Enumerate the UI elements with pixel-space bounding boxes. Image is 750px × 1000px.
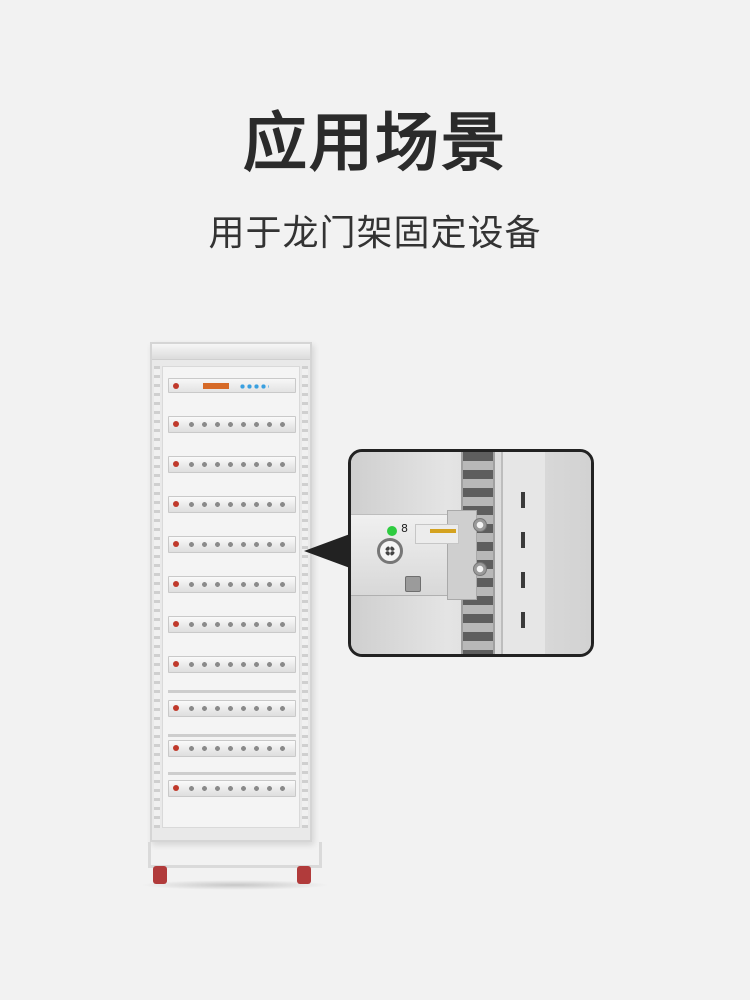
device-label-plate xyxy=(415,524,459,544)
rack-top-cover xyxy=(152,344,310,360)
rack-wheel-left xyxy=(153,866,167,884)
rack-controller-unit xyxy=(168,378,296,393)
rack-shelf xyxy=(168,734,296,737)
mounting-bracket xyxy=(447,510,477,600)
page-title: 应用场景 xyxy=(243,107,507,181)
rack-channel-unit xyxy=(168,740,296,757)
power-indicator xyxy=(173,383,179,389)
rack-base-frame xyxy=(148,842,322,868)
rack-channel-unit xyxy=(168,536,296,553)
power-indicator xyxy=(173,621,179,627)
power-indicator xyxy=(173,785,179,791)
zoom-detail-inset: 8 xyxy=(348,449,594,657)
controller-display xyxy=(203,383,229,389)
channel-connectors xyxy=(185,540,289,549)
channel-connectors xyxy=(185,784,289,793)
rack-channel-unit xyxy=(168,576,296,593)
rack-rail-left xyxy=(154,366,160,828)
channel-connectors xyxy=(185,460,289,469)
rack-channel-unit xyxy=(168,700,296,717)
power-indicator xyxy=(173,661,179,667)
channel-connectors xyxy=(185,420,289,429)
rack-shelf xyxy=(168,690,296,693)
channel-connectors xyxy=(185,580,289,589)
rack-wheel-right xyxy=(297,866,311,884)
mounting-slot xyxy=(521,492,525,508)
callout-pointer-icon xyxy=(304,534,350,568)
mounting-slot xyxy=(521,572,525,588)
power-indicator xyxy=(173,581,179,587)
rack-channel-unit xyxy=(168,656,296,673)
connector-port-icon xyxy=(377,538,403,564)
screw-icon xyxy=(473,562,487,576)
channel-connectors xyxy=(185,704,289,713)
mounting-slot xyxy=(521,612,525,628)
rack-channel-unit xyxy=(168,616,296,633)
power-indicator xyxy=(173,501,179,507)
fixing-nut-icon xyxy=(405,576,421,592)
channel-connectors xyxy=(185,500,289,509)
controller-leds xyxy=(239,384,269,389)
rack-channel-unit xyxy=(168,496,296,513)
channel-number: 8 xyxy=(401,522,408,535)
mounting-slot xyxy=(521,532,525,548)
power-indicator xyxy=(173,705,179,711)
power-indicator xyxy=(173,745,179,751)
rack-channel-unit xyxy=(168,456,296,473)
status-led xyxy=(387,526,397,536)
power-indicator xyxy=(173,541,179,547)
floor-shadow xyxy=(140,880,330,890)
channel-connectors xyxy=(185,620,289,629)
channel-connectors xyxy=(185,744,289,753)
channel-connectors xyxy=(185,660,289,669)
equipment-rack-image xyxy=(150,342,312,842)
rack-channel-unit xyxy=(168,780,296,797)
power-indicator xyxy=(173,461,179,467)
rack-shelf xyxy=(168,772,296,775)
screw-icon xyxy=(473,518,487,532)
power-indicator xyxy=(173,421,179,427)
rack-rail-right xyxy=(302,366,308,828)
rack-interior xyxy=(162,366,300,828)
page-subtitle: 用于龙门架固定设备 xyxy=(208,213,542,254)
rack-channel-unit xyxy=(168,416,296,433)
